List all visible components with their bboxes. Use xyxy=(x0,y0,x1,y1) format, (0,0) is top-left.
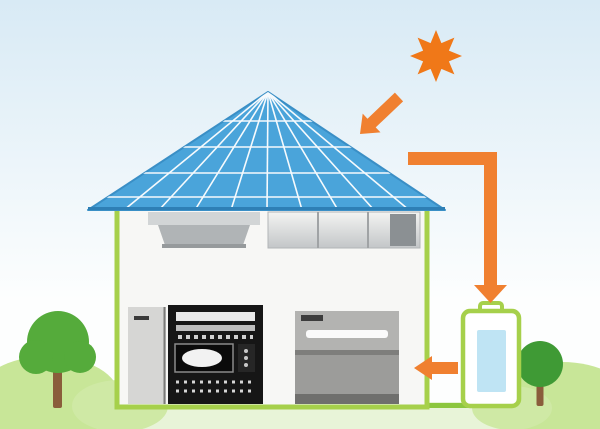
refrigerator xyxy=(128,307,166,404)
range-hood-lip xyxy=(162,244,246,248)
kitchen-appliances xyxy=(128,305,399,404)
arrow-segment-horizontal xyxy=(408,152,497,165)
arrow-segment-vertical xyxy=(484,152,497,285)
oven-panel-strip xyxy=(176,325,255,331)
oven-display xyxy=(176,312,255,321)
sunlight-arrow xyxy=(360,92,404,134)
dishwasher-control xyxy=(301,315,323,321)
arrowhead-down xyxy=(474,285,507,303)
microwave-window xyxy=(182,349,222,367)
sun-icon xyxy=(410,30,462,82)
window-dark-pane xyxy=(390,214,416,246)
solar-panel-roof xyxy=(87,91,446,211)
arrow-shaft xyxy=(432,362,458,374)
battery-to-house-arrow xyxy=(414,356,458,380)
range-hood xyxy=(158,225,250,248)
left-tree xyxy=(19,311,96,408)
energy-flow-arrows xyxy=(360,92,507,380)
dishwasher-door xyxy=(295,350,399,394)
control-knob xyxy=(244,363,248,367)
dishwasher xyxy=(295,311,399,404)
control-knob xyxy=(244,349,248,353)
house xyxy=(114,203,430,410)
tree-foliage xyxy=(517,341,563,387)
sun-core xyxy=(422,42,450,70)
dishwasher-kickplate xyxy=(295,394,399,404)
tree-foliage xyxy=(19,340,53,374)
control-knob xyxy=(244,356,248,360)
roof-to-battery-arrow xyxy=(408,152,507,303)
dishwasher-handle xyxy=(295,350,399,355)
arrowhead-left xyxy=(414,356,432,380)
tree-foliage xyxy=(64,341,96,373)
oven-microwave-stack xyxy=(168,305,263,404)
upper-cabinet xyxy=(148,212,260,225)
right-tree xyxy=(517,341,563,406)
dishwasher-slot xyxy=(306,330,388,338)
storage-battery xyxy=(460,301,522,409)
upper-floor xyxy=(148,211,421,249)
refrigerator-handle xyxy=(134,316,149,320)
battery-cell xyxy=(477,330,506,392)
